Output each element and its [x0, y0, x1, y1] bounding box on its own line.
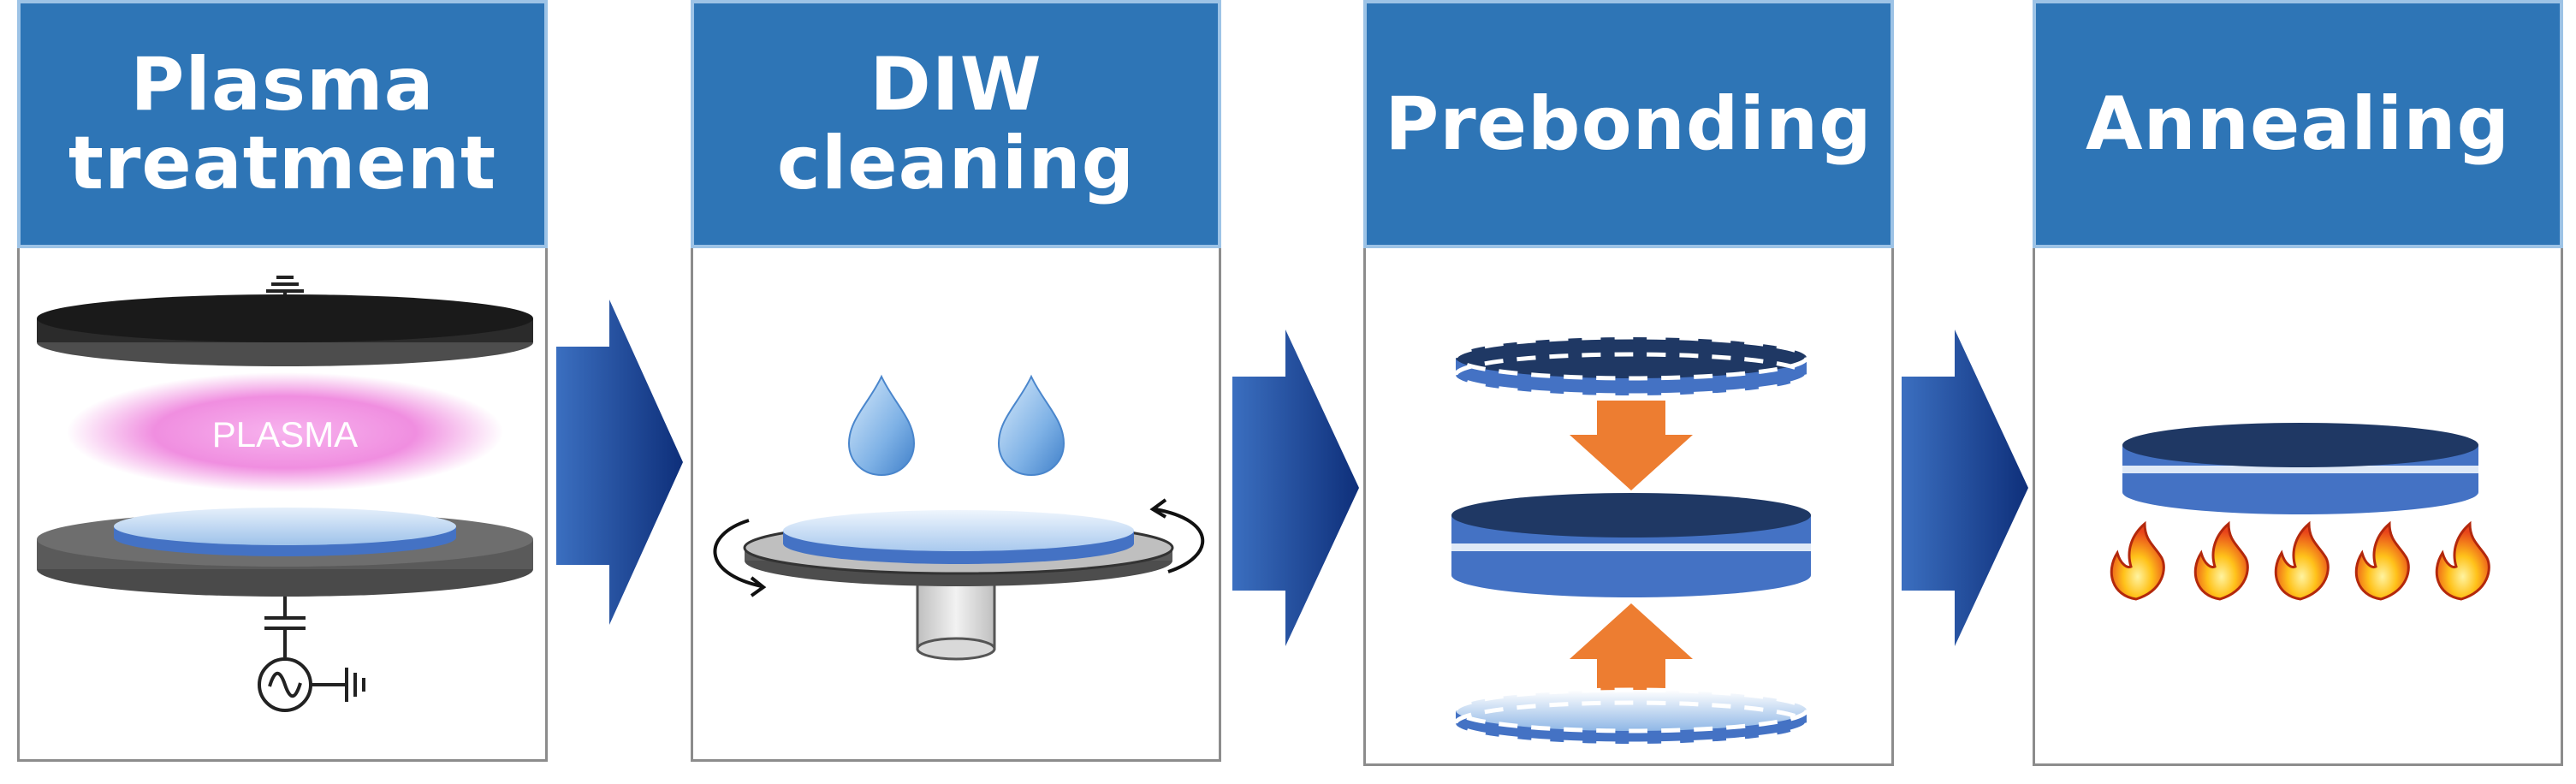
heater-flames — [2110, 520, 2490, 601]
bonded-wafer-pair — [2122, 423, 2478, 514]
stage-title: Prebonding — [1385, 81, 1873, 167]
stage-title: Annealing — [2085, 81, 2511, 167]
wafer — [783, 510, 1134, 564]
upper-electrode — [37, 294, 533, 366]
plasma-label: PLASMA — [212, 414, 358, 454]
spin-shaft — [916, 572, 996, 661]
water-drop-icon — [847, 374, 916, 477]
stage-illustration: PLASMA — [17, 248, 548, 762]
stage-plasma-treatment: Plasma treatment — [17, 0, 548, 762]
stage-annealing: Annealing — [2033, 0, 2563, 766]
stage-header: Plasma treatment — [17, 0, 548, 248]
flame-icon — [2435, 520, 2490, 601]
bonded-wafer-pair — [1451, 493, 1811, 597]
stage-prebonding: Prebonding — [1363, 0, 1894, 766]
plasma-cloud — [67, 372, 503, 492]
stage-header: Annealing — [2033, 0, 2563, 248]
top-wafer — [1453, 335, 1809, 398]
flow-arrow — [556, 300, 683, 625]
ground-icon — [345, 668, 365, 702]
bottom-wafer — [1453, 687, 1809, 746]
stage-illustration — [691, 248, 1221, 762]
stage-header: DIW cleaning — [691, 0, 1221, 248]
flame-icon — [2274, 520, 2330, 601]
rotation-arrow-icon — [713, 519, 767, 597]
stage-title: DIW cleaning — [776, 42, 1136, 206]
ac-source-icon — [258, 657, 347, 712]
press-arrow-icon — [1570, 603, 1693, 693]
flow-arrow — [1902, 330, 2028, 646]
flow-arrow — [1232, 330, 1359, 646]
flame-icon — [2354, 520, 2410, 601]
stage-title: Plasma treatment — [68, 42, 497, 206]
capacitor-icon — [264, 597, 306, 657]
flame-icon — [2110, 520, 2165, 601]
press-arrow-icon — [1570, 401, 1693, 490]
stage-diw-cleaning: DIW cleaning — [691, 0, 1221, 762]
rotation-arrow-icon — [1149, 498, 1205, 573]
stage-header: Prebonding — [1363, 0, 1894, 248]
water-drop-icon — [997, 374, 1065, 477]
stage-illustration — [1363, 248, 1894, 766]
flame-icon — [2193, 520, 2249, 601]
wafer — [114, 508, 456, 556]
stage-illustration — [2033, 248, 2563, 766]
